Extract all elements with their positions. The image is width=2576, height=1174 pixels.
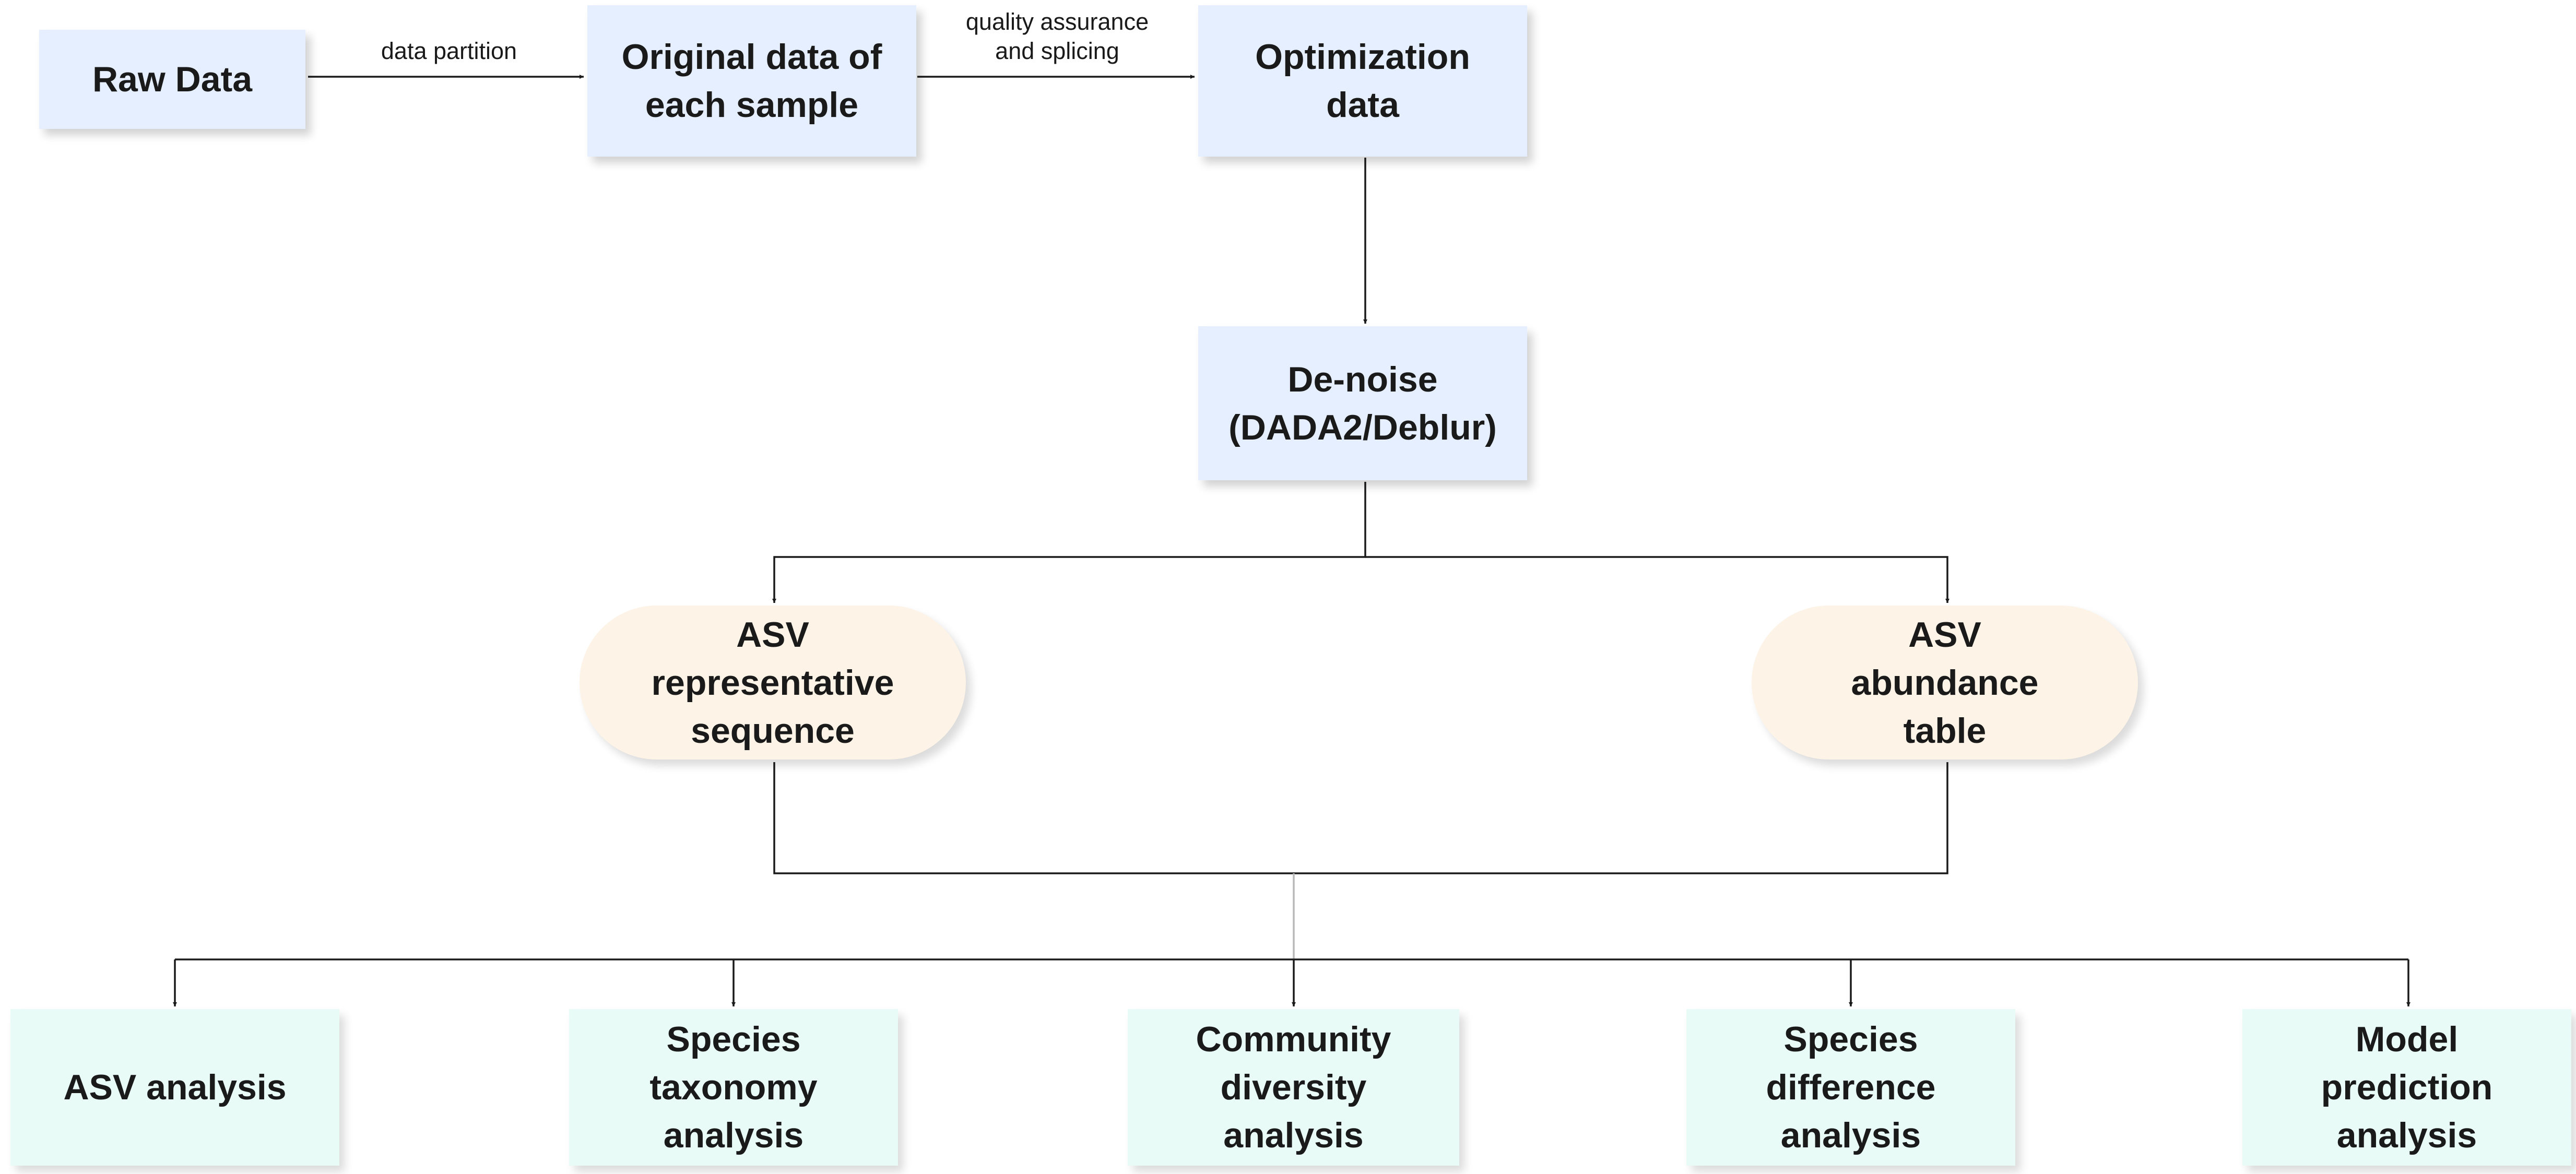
node-denoise: De-noise (DADA2/Deblur) <box>1198 326 1527 480</box>
node-species-taxonomy-analysis: Species taxonomy analysis <box>569 1009 898 1166</box>
node-species-difference-analysis: Species difference analysis <box>1686 1009 2015 1166</box>
node-asv-analysis: ASV analysis <box>10 1009 339 1166</box>
node-community-diversity-analysis: Community diversity analysis <box>1128 1009 1459 1166</box>
edge-label-data-partition: data partition <box>381 38 517 64</box>
arrow-denoise-to-abundance <box>1365 556 1949 603</box>
edge-label-quality-assurance: quality assurance and splicing <box>965 8 1149 64</box>
arrow-denoise-to-rep-seq <box>772 482 1366 603</box>
node-model-prediction-analysis: Model prediction analysis <box>2242 1009 2571 1166</box>
node-asv-abundance-table: ASV abundance table <box>1752 606 2138 760</box>
node-optimization-data: Optimization data <box>1198 5 1527 157</box>
node-raw-data: Raw Data <box>39 30 305 129</box>
connector-merge <box>773 762 1948 874</box>
node-asv-representative-sequence: ASV representative sequence <box>580 606 966 760</box>
node-original-data: Original data of each sample <box>587 5 916 157</box>
